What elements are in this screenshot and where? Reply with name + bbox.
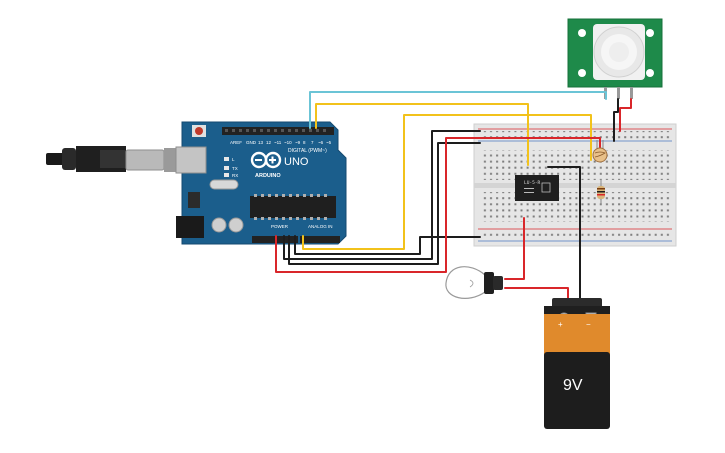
svg-text:GND: GND [246,140,257,145]
wire-red-5v [275,137,601,273]
wire-yellow-relay-control [315,103,529,166]
wire-black-pir-gnd [613,98,619,142]
usb-cable [46,146,178,172]
svg-text:8: 8 [303,140,306,145]
photoresistor [592,140,608,163]
rx-label: RX [232,173,238,178]
relay: LU-5-R [515,175,559,201]
light-bulb [445,266,503,299]
wires [275,91,632,299]
arduino-logo [250,151,282,169]
svg-text:~10: ~10 [284,140,292,145]
breadboard [473,123,677,247]
wire-black-relay-battery [547,166,581,299]
svg-text:~9: ~9 [295,140,301,145]
model-label: UNO [284,156,309,168]
wire-black-gnd-1 [283,130,481,260]
analog-label: ANALOG IN [308,224,333,229]
wire-yellow-ldr [302,114,592,250]
brand-label: ARDUINO [255,173,281,179]
battery-voltage-label: 9V [563,377,583,394]
wire-red-pir-vcc [619,98,632,132]
resistor [597,180,605,205]
battery-plus-label: + [558,320,563,329]
digital-label: DIGITAL (PWM~) [288,148,327,154]
svg-text:7: 7 [311,140,314,145]
svg-text:~11: ~11 [274,140,282,145]
power-label: POWER [271,224,289,229]
pir-sensor [567,18,663,99]
svg-text:13: 13 [258,140,264,145]
svg-text:12: 12 [266,140,272,145]
svg-text:~5: ~5 [326,140,332,145]
tx-label: TX [232,166,238,171]
battery-9v: + − 9V [544,298,610,429]
wire-black-to-breadboard-bottom [294,235,481,255]
wire-cyan-pir-signal [309,91,607,129]
relay-label: LU-5-R [524,180,541,186]
svg-text:~6: ~6 [318,140,324,145]
svg-text:AREF: AREF [230,140,242,145]
wire-red-lamp-battery [504,287,569,299]
l-led-label: L [232,157,235,162]
wire-red-relay-lamp [504,217,525,280]
battery-minus-label: − [586,320,591,329]
wire-black-gnd-2 [288,142,481,265]
